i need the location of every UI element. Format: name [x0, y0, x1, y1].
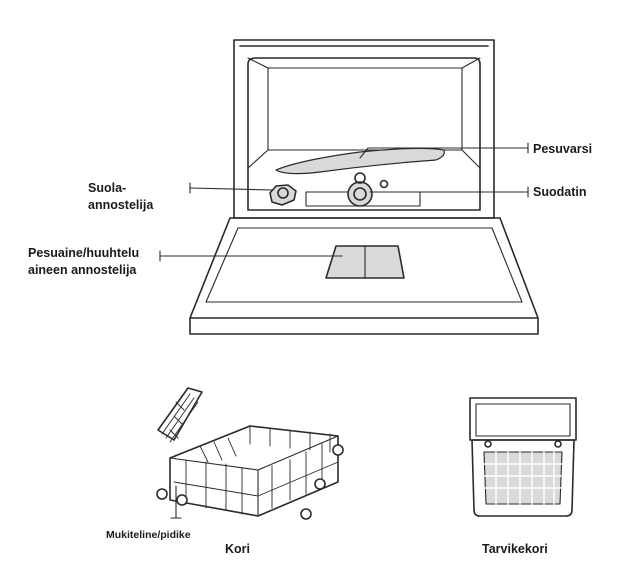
leader-lines: [159, 142, 529, 262]
label-suola-line2: annostelija: [88, 198, 154, 212]
label-suodatin: Suodatin: [533, 185, 587, 199]
accessory-basket: [469, 397, 577, 517]
dish-basket: [156, 387, 344, 520]
dishwasher-door: [189, 217, 539, 335]
label-mukiteline: Mukiteline/pidike: [106, 529, 191, 541]
caption-tarvikekori: Tarvikekori: [482, 542, 548, 556]
label-pesuvarsi: Pesuvarsi: [533, 142, 593, 156]
salt-dispenser-cap: [269, 184, 297, 206]
detergent-dispenser: [325, 245, 405, 279]
tub-inner: [247, 57, 481, 211]
label-suola-line1: Suola-: [88, 181, 127, 195]
filter: [305, 172, 421, 207]
label-pesuaine-line2: aineen annostelija: [28, 263, 137, 277]
label-pesuaine-line1: Pesuaine/huuhtelu: [28, 246, 140, 260]
wash-arm: [275, 147, 445, 175]
caption-kori: Kori: [225, 542, 250, 556]
